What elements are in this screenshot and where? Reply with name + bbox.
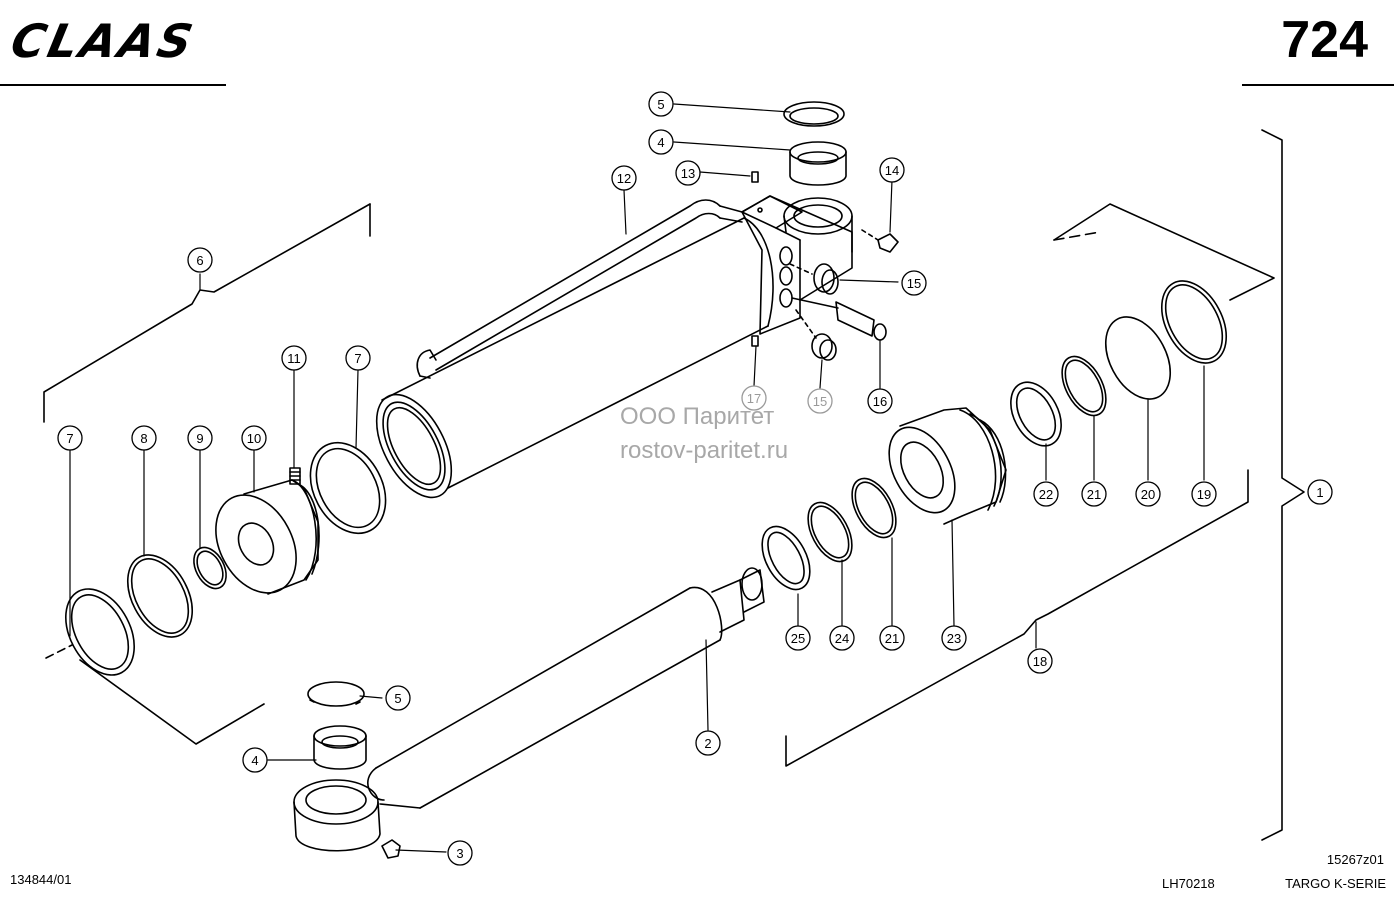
assembly-1-bracket <box>1261 129 1305 841</box>
header-rule-left <box>0 84 226 86</box>
callout-21-lower: 21 <box>879 625 905 651</box>
callout-2: 2 <box>695 730 721 756</box>
callout-19: 19 <box>1191 481 1217 507</box>
svg-text:23: 23 <box>947 631 961 646</box>
callout-10: 10 <box>241 425 267 451</box>
upper-bearing-and-ring <box>751 101 899 347</box>
callout-4-top: 4 <box>648 129 674 155</box>
callout-8: 8 <box>131 425 157 451</box>
callout-23: 23 <box>941 625 967 651</box>
svg-text:3: 3 <box>456 846 463 861</box>
svg-text:1: 1 <box>1316 485 1323 500</box>
svg-text:7: 7 <box>66 431 73 446</box>
model-code: LH70218 <box>1162 876 1215 891</box>
svg-text:14: 14 <box>885 163 899 178</box>
leader-lines <box>69 103 1205 853</box>
port-fittings <box>789 263 887 361</box>
callout-24: 24 <box>829 625 855 651</box>
piston-rod <box>293 567 765 852</box>
callout-3: 3 <box>447 840 473 866</box>
callout-11: 11 <box>281 345 307 371</box>
watermark-company: ООО Паритет <box>620 403 775 430</box>
callout-15-lower: 15 <box>807 388 833 414</box>
callout-6: 6 <box>187 247 213 273</box>
callout-4-bottom: 4 <box>242 747 268 773</box>
svg-text:16: 16 <box>873 394 887 409</box>
page-number: 724 <box>1281 11 1368 69</box>
svg-text:5: 5 <box>394 691 401 706</box>
svg-text:8: 8 <box>140 431 147 446</box>
svg-text:24: 24 <box>835 631 849 646</box>
svg-text:4: 4 <box>657 135 664 150</box>
svg-text:22: 22 <box>1039 487 1053 502</box>
cylinder-tube <box>375 195 853 499</box>
callout-7-right: 7 <box>345 345 371 371</box>
callout-14: 14 <box>879 157 905 183</box>
svg-text:18: 18 <box>1033 654 1047 669</box>
svg-text:2: 2 <box>704 736 711 751</box>
callout-17: 17 <box>741 385 767 411</box>
callout-5-bottom: 5 <box>385 685 411 711</box>
svg-text:20: 20 <box>1141 487 1155 502</box>
svg-text:10: 10 <box>247 431 261 446</box>
callout-22: 22 <box>1033 481 1059 507</box>
right-seal-rings <box>761 280 1228 591</box>
svg-text:6: 6 <box>196 253 203 268</box>
document-id: 134844/01 <box>10 872 72 887</box>
group-18-bracket <box>785 203 1275 767</box>
callout-25: 25 <box>785 625 811 651</box>
lower-bearing-and-ring <box>307 681 401 859</box>
callout-5-top: 5 <box>648 91 674 117</box>
svg-text:13: 13 <box>681 166 695 181</box>
drawing-id: 15267z01 <box>1326 852 1384 867</box>
svg-text:17: 17 <box>747 391 761 406</box>
callout-1: 1 <box>1307 479 1333 505</box>
svg-text:4: 4 <box>251 753 258 768</box>
callout-12: 12 <box>611 165 637 191</box>
callout-18: 18 <box>1027 648 1053 674</box>
svg-text:21: 21 <box>1087 487 1101 502</box>
watermark: ООО Паритет rostov-paritet.ru <box>620 400 788 467</box>
callout-13: 13 <box>675 160 701 186</box>
callout-15-upper: 15 <box>901 270 927 296</box>
callout-9: 9 <box>187 425 213 451</box>
group-6-bracket <box>43 203 371 745</box>
left-seal-rings <box>65 441 387 676</box>
header-rule-right <box>1242 84 1394 86</box>
svg-text:11: 11 <box>287 351 301 366</box>
svg-text:7: 7 <box>354 351 361 366</box>
watermark-url: rostov-paritet.ru <box>620 436 789 464</box>
series-name: TARGO K-SERIE <box>1285 876 1386 891</box>
svg-text:15: 15 <box>813 394 827 409</box>
svg-text:19: 19 <box>1197 487 1211 502</box>
callout-7-left: 7 <box>57 425 83 451</box>
svg-text:25: 25 <box>791 631 805 646</box>
svg-text:21: 21 <box>885 631 899 646</box>
callouts: 5 4 13 12 14 15 16 15 17 6 7 8 9 10 11 7… <box>57 91 1333 866</box>
callout-16: 16 <box>867 388 893 414</box>
svg-text:5: 5 <box>657 97 664 112</box>
svg-text:9: 9 <box>196 431 203 446</box>
callout-20: 20 <box>1135 481 1161 507</box>
svg-text:12: 12 <box>617 171 631 186</box>
callout-21-upper: 21 <box>1081 481 1107 507</box>
svg-text:15: 15 <box>907 276 921 291</box>
